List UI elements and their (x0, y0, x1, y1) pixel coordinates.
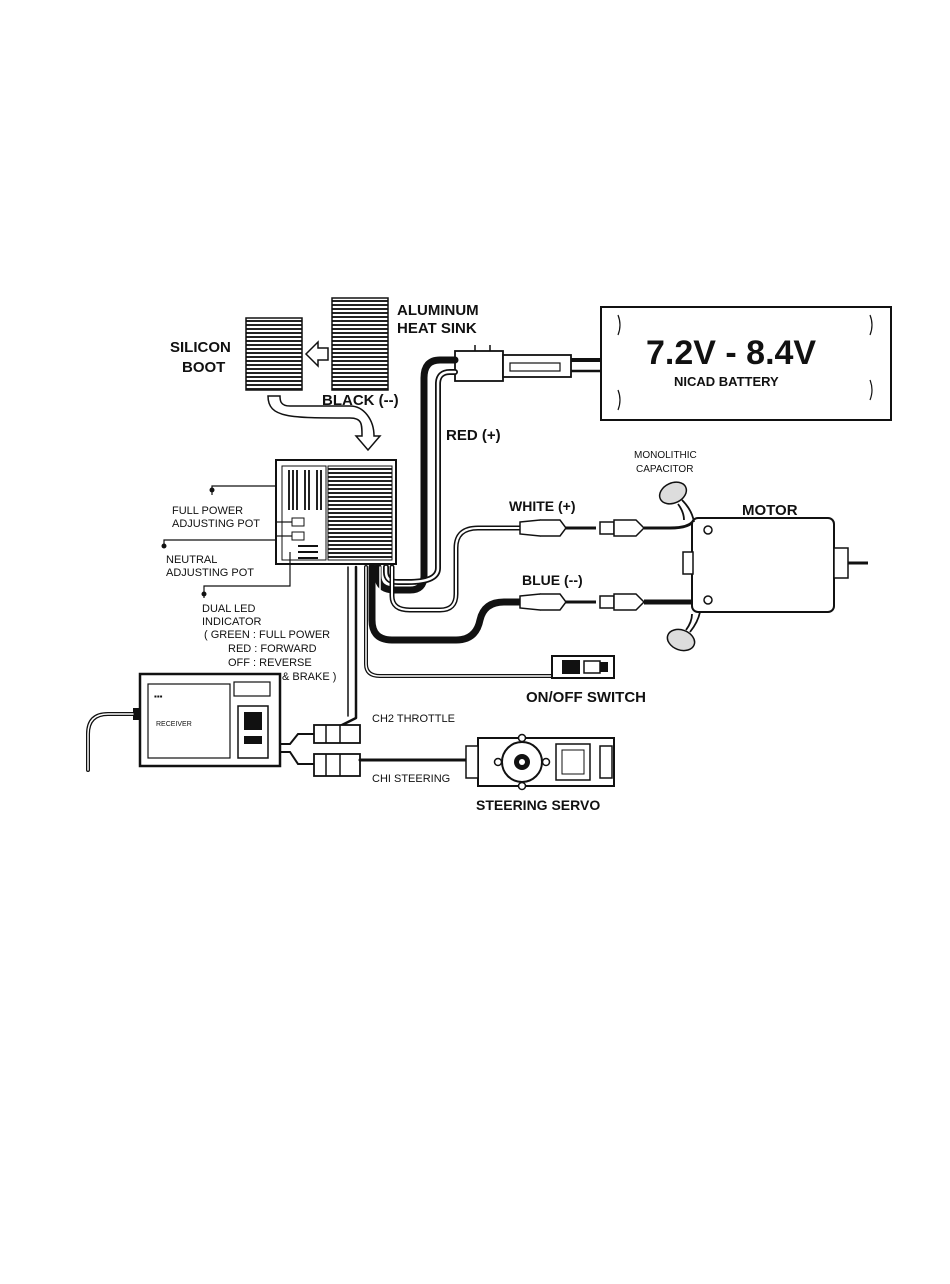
capacitor-label-1: MONOLITHIC (634, 450, 697, 461)
led-label-6: & BRAKE ) (282, 671, 336, 683)
monolithic-capacitor-bottom (666, 611, 701, 652)
led-label-3: ( GREEN : FULL POWER (204, 629, 330, 641)
silicon-boot-label-1: SILICON (170, 339, 231, 356)
ch1-label: CHI STEERING (372, 773, 450, 785)
receiver-label: RECEIVER (156, 721, 192, 728)
receiver (133, 672, 282, 768)
full-power-pot-label-1: FULL POWER (172, 505, 243, 517)
battery-connector (454, 345, 572, 382)
battery-type-label: NICAD BATTERY (674, 374, 779, 389)
neutral-pot-label-2: ADJUSTING POT (166, 567, 254, 579)
motor (682, 517, 868, 613)
led-label-4: RED : FORWARD (228, 643, 317, 655)
motor-label: MOTOR (742, 502, 798, 519)
receiver-antenna (86, 712, 135, 772)
white-wire-label: WHITE (+) (509, 498, 576, 514)
blue-motor-wire (368, 563, 524, 644)
led-label-5: OFF : REVERSE (228, 657, 312, 669)
silicon-boot (245, 317, 303, 391)
aluminum-heat-sink (331, 297, 389, 391)
nicad-battery (600, 306, 892, 421)
silicon-boot-label-2: BOOT (182, 359, 225, 376)
heat-sink-label-2: HEAT SINK (397, 320, 477, 337)
on-off-switch (551, 655, 615, 679)
assembly-arrow-down (267, 395, 382, 452)
full-power-pot-leader (211, 485, 276, 495)
capacitor-label-2: CAPACITOR (636, 464, 693, 475)
full-power-pot-label-2: ADJUSTING POT (172, 518, 260, 530)
neutral-pot-label-1: NEUTRAL (166, 554, 217, 566)
ch2-label: CH2 THROTTLE (372, 713, 455, 725)
throttle-lead (338, 565, 358, 728)
ch2-plug (313, 724, 361, 744)
led-label-1: DUAL LED (202, 603, 255, 615)
blue-bullet-connector (519, 593, 692, 611)
ch1-plug (313, 753, 361, 777)
on-off-switch-label: ON/OFF SWITCH (526, 689, 646, 706)
white-bullet-connector (519, 519, 696, 537)
red-wire-label: RED (+) (446, 427, 501, 444)
neutral-pot-leader (163, 536, 277, 548)
svg-text:▪▪▪: ▪▪▪ (154, 692, 163, 701)
black-power-wire (374, 356, 459, 594)
steering-servo-label: STEERING SERVO (476, 797, 600, 813)
led-label-2: INDICATOR (202, 616, 262, 628)
heat-sink-label-1: ALUMINUM (397, 302, 479, 319)
steering-servo (465, 733, 615, 791)
monolithic-capacitor-top (658, 481, 695, 523)
speed-controller (275, 459, 397, 565)
blue-wire-label: BLUE (--) (522, 572, 583, 588)
black-wire-label: BLACK (--) (322, 392, 399, 409)
assembly-arrow-left (304, 340, 329, 368)
battery-voltage-label: 7.2V - 8.4V (646, 334, 816, 372)
